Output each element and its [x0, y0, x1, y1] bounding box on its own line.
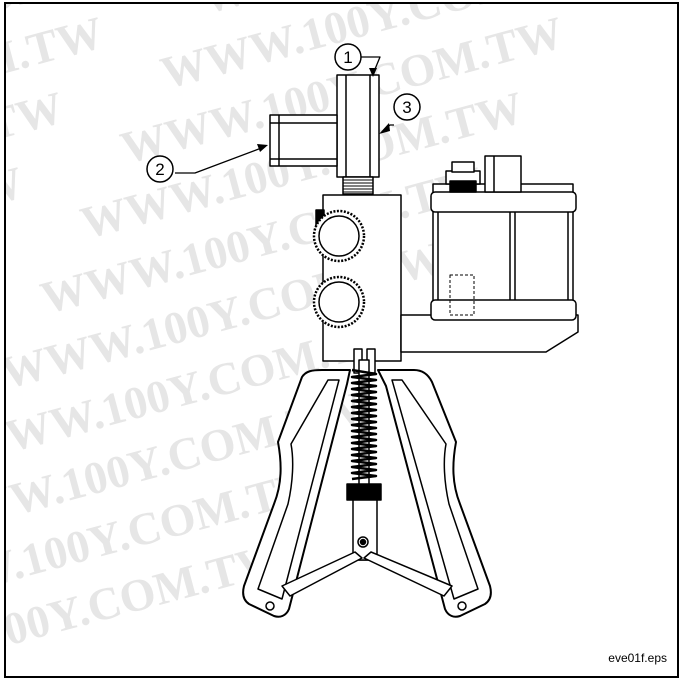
figure-filename: eve01f.eps: [608, 651, 667, 665]
spring: [346, 359, 382, 561]
callout-2: 2: [146, 155, 174, 183]
t-fitting: [269, 74, 380, 195]
reservoir: [400, 155, 579, 353]
callout-3: 3: [393, 93, 421, 121]
callout-3-label: 3: [402, 98, 411, 117]
watermark-text: WWW.100Y.COM.TW: [6, 157, 28, 324]
right-handle: [377, 369, 492, 618]
callout-1-label: 1: [343, 48, 352, 67]
adjustment-knob-upper: [312, 209, 366, 263]
callout-2-label: 2: [155, 160, 164, 179]
callout-1: 1: [334, 43, 362, 71]
linkage: [281, 551, 453, 597]
adjustment-knob-lower: [312, 275, 366, 329]
left-handle: [242, 369, 351, 618]
